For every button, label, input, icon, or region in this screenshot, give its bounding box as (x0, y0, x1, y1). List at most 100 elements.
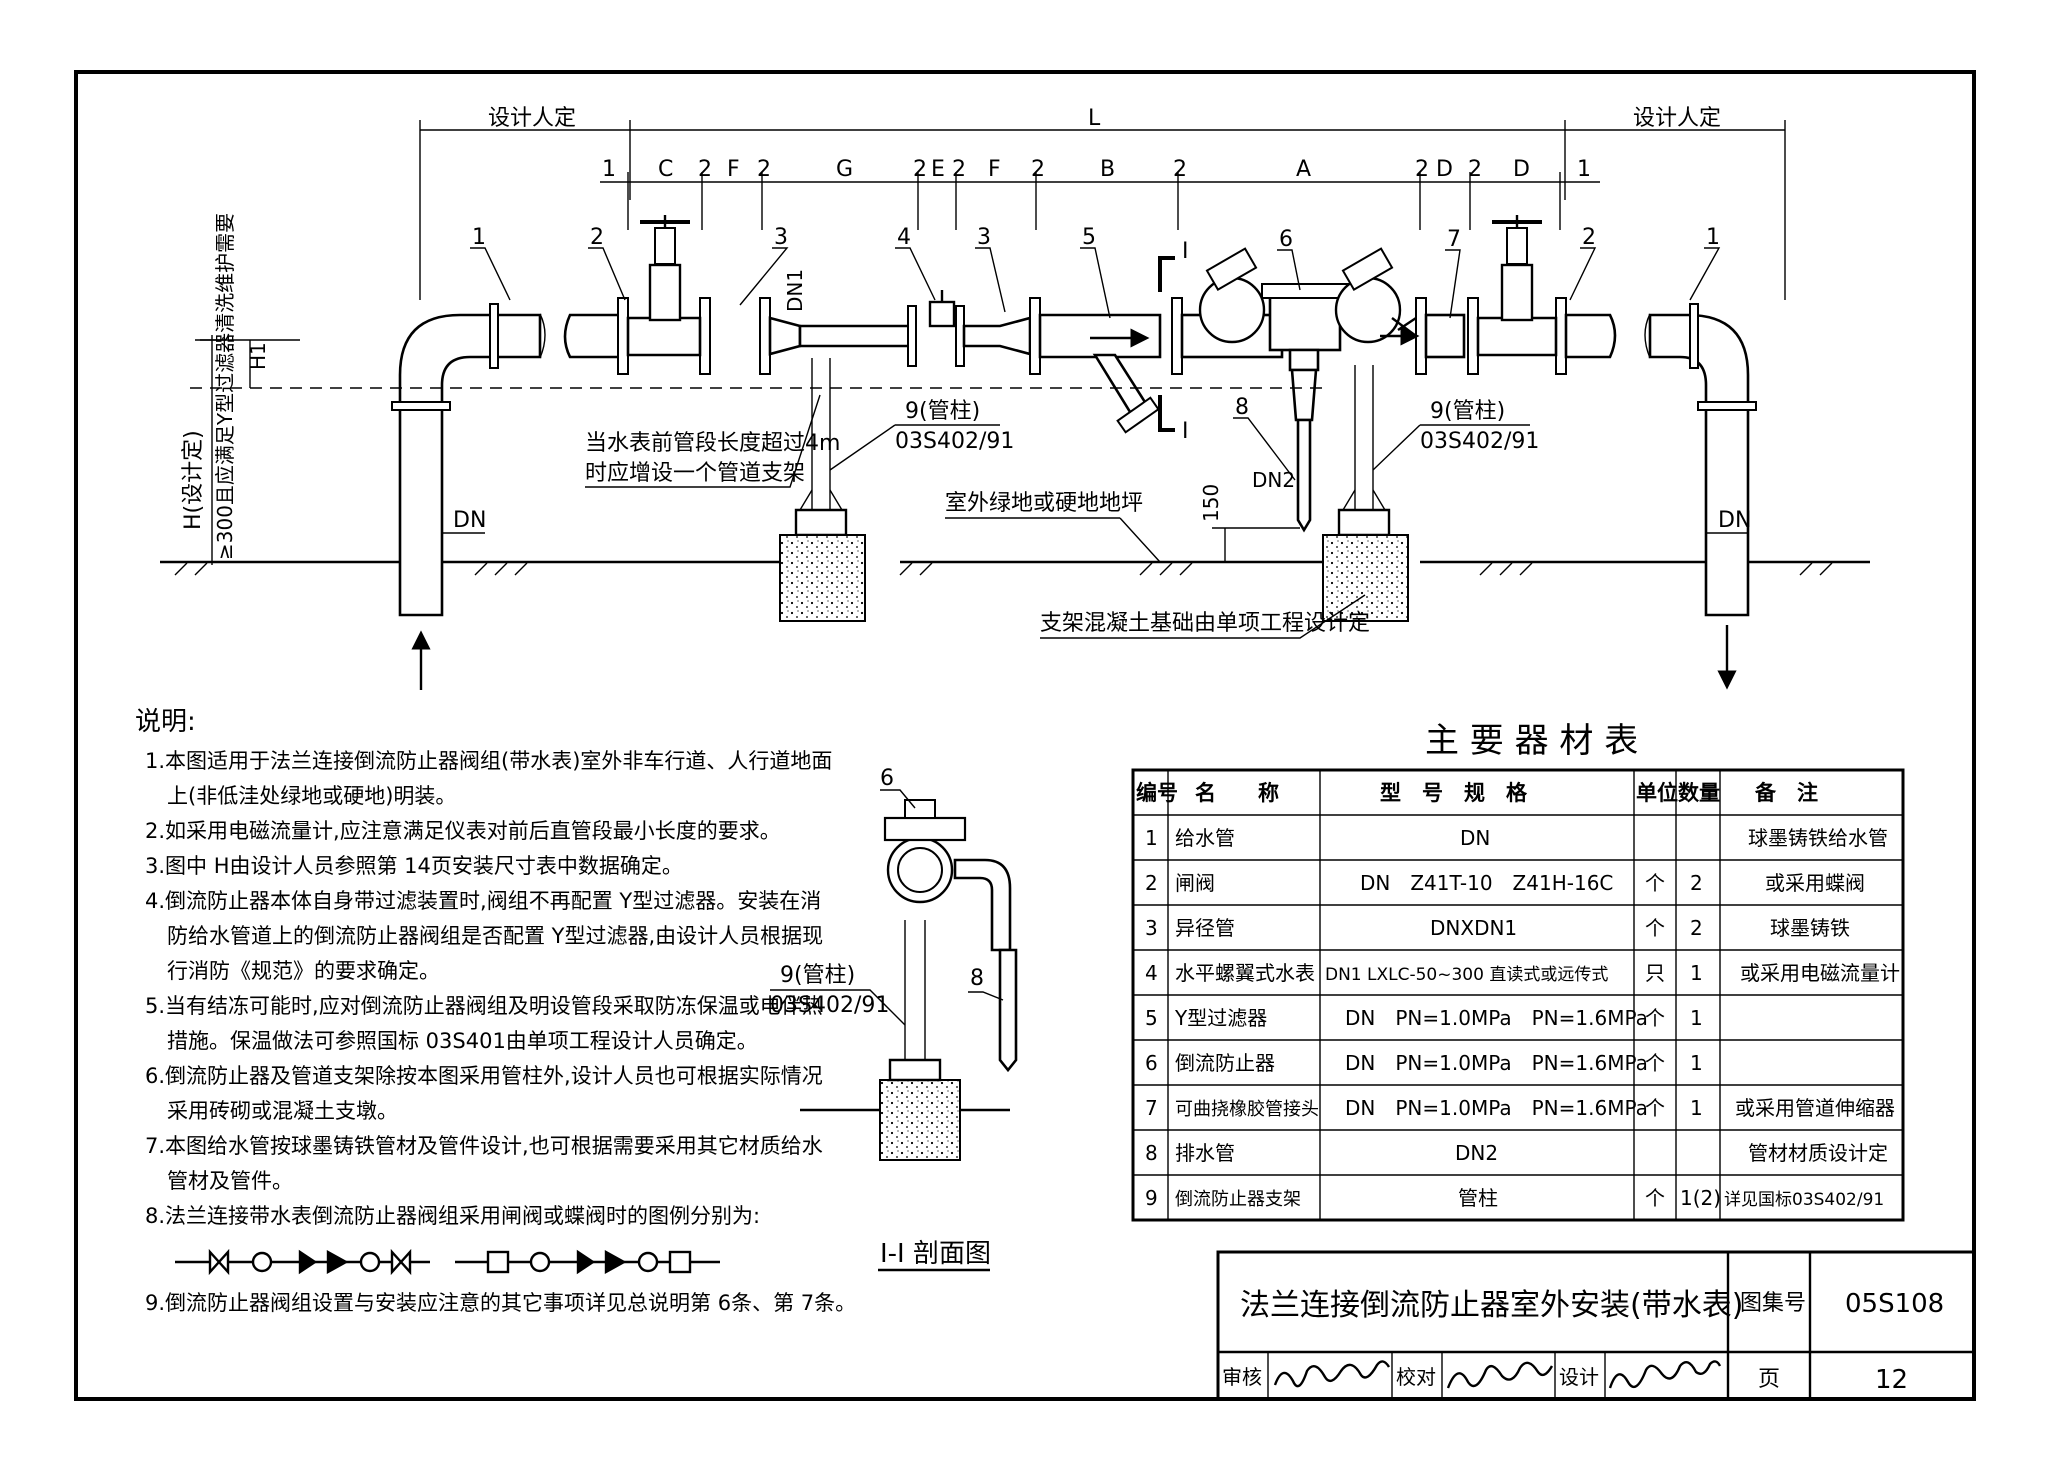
note-line-7: 行消防《规范》的要求确定。 (167, 959, 440, 983)
callout-1-left: 1 (472, 225, 486, 250)
page-number: 12 (1875, 1365, 1908, 1395)
td-6-no: 6 (1145, 1051, 1158, 1075)
note-line-15: 9.倒流防止器阀组设置与安装应注意的其它事项详见总说明第 6条、第 7条。 (145, 1291, 856, 1315)
td-9-unit: 个 (1645, 1186, 1665, 1210)
label-support-left: 9(管柱) (905, 399, 980, 424)
dim-seg-16: 2 (1468, 157, 1482, 182)
signature-designer (1608, 1360, 1722, 1389)
td-8-no: 8 (1145, 1141, 1158, 1165)
label-dn-right: DN (1718, 508, 1751, 533)
dim-seg-3: F (727, 157, 740, 182)
td-1-no: 1 (1145, 826, 1158, 850)
note-line-1: 1.本图适用于法兰连接倒流防止器阀组(带水表)室外非车行道、人行道地面 (145, 749, 832, 773)
inlet-pipe (391, 303, 546, 690)
td-8-name: 排水管 (1175, 1141, 1235, 1165)
foundation-note: 支架混凝土基础由单项工程设计定 (1040, 611, 1370, 636)
dim-seg-0: 1 (602, 157, 616, 182)
ground-note: 室外绿地或硬地地坪 (945, 491, 1143, 516)
td-2-unit: 个 (1645, 871, 1665, 895)
td-4-remark: 或采用电磁流量计 (1740, 961, 1900, 985)
label-support-right: 9(管柱) (1430, 399, 1505, 424)
signature-reviewer (1273, 1360, 1391, 1388)
callout-6: 6 (1279, 227, 1293, 252)
note-line-9: 措施。保温做法可参照国标 03S401由单项工程设计人员确定。 (167, 1029, 758, 1053)
dim-seg-5: G (836, 157, 853, 182)
td-3-qty: 2 (1690, 916, 1703, 940)
note-line-6: 防给水管道上的倒流防止器阀组是否配置 Y型过滤器,由设计人员根据现 (167, 924, 823, 948)
meter-note-line1: 当水表前管段长度超过4m (585, 431, 840, 456)
td-1-spec: DN (1460, 826, 1490, 850)
note-line-13: 管材及管件。 (167, 1169, 293, 1193)
td-7-qty: 1 (1690, 1096, 1703, 1120)
drawing-title: 法兰连接倒流防止器室外安装(带水表) (1240, 1288, 1743, 1323)
dimension-lines: 设计人定 L 设计人定 1 C 2 F 2 G 2 E 2 F 2 B 2 A … (419, 106, 1786, 300)
dim-seg-17: D (1513, 157, 1530, 182)
page-label: 页 (1758, 1367, 1780, 1392)
note-line-4: 3.图中 H由设计人员参照第 14页安装尺寸表中数据确定。 (145, 854, 683, 878)
dim-segment-ticks (627, 172, 1561, 230)
dim-seg-7: E (931, 157, 945, 182)
backflow-preventer (1198, 247, 1420, 533)
dim-total-L: L (1088, 106, 1101, 131)
label-h-design: H(设计定) (181, 430, 206, 530)
td-8-remark: 管材材质设计定 (1748, 1141, 1888, 1165)
note-line-11: 采用砖砌或混凝土支墩。 (167, 1099, 398, 1123)
dim-seg-15: D (1436, 157, 1453, 182)
section-title: I-I 剖面图 (880, 1239, 991, 1269)
td-5-unit: 个 (1645, 1006, 1665, 1030)
td-4-spec: DN1 LXLC-50~300 直读式或远传式 (1325, 965, 1608, 985)
dim-seg-13: A (1296, 157, 1311, 182)
dim-seg-6: 2 (913, 157, 927, 182)
td-4-name: 水平螺翼式水表 (1175, 961, 1315, 985)
td-2-no: 2 (1145, 871, 1158, 895)
notes-title: 说明: (135, 707, 196, 737)
note-line-14: 8.法兰连接带水表倒流防止器阀组采用闸阀或蝶阀时的图例分别为: (145, 1204, 760, 1228)
td-9-no: 9 (1145, 1186, 1158, 1210)
notes-block: 说明: 1.本图适用于法兰连接倒流防止器阀组(带水表)室外非车行道、人行道地面 … (135, 707, 856, 1315)
callout-4: 4 (897, 225, 911, 250)
dim-seg-9: F (988, 157, 1001, 182)
dim-seg-11: B (1100, 157, 1115, 182)
th-no: 编号 (1136, 781, 1178, 805)
dim-seg-8: 2 (952, 157, 966, 182)
td-2-name: 闸阀 (1175, 871, 1215, 895)
callout-5: 5 (1082, 225, 1096, 250)
legend-butterfly-valve-symbol (455, 1249, 720, 1275)
callout-7: 7 (1447, 227, 1461, 252)
td-6-spec: DN PN=1.0MPa PN=1.6MPa (1345, 1051, 1648, 1075)
td-6-qty: 1 (1690, 1051, 1703, 1075)
note-line-2: 上(非低洼处绿地或硬地)明装。 (167, 784, 456, 808)
td-9-remark: 详见国标03S402/91 (1724, 1190, 1884, 1210)
table-title: 主 要 器 材 表 (1425, 721, 1638, 761)
td-7-no: 7 (1145, 1096, 1158, 1120)
callout-3-right: 3 (977, 225, 991, 250)
design-label: 设计 (1559, 1365, 1599, 1389)
callout-leaders (470, 247, 1721, 481)
td-6-unit: 个 (1645, 1051, 1665, 1075)
ground-line (160, 560, 1870, 576)
callout-2-right: 2 (1582, 225, 1596, 250)
section-support-label: 9(管柱) (780, 963, 855, 988)
section-callout-8: 8 (970, 966, 984, 991)
label-dn-left: DN (453, 508, 486, 533)
note-line-10: 6.倒流防止器及管道支架除按本图采用管柱外,设计人员也可根据实际情况 (145, 1064, 823, 1088)
td-3-no: 3 (1145, 916, 1158, 940)
section-mark-bottom: I (1182, 419, 1189, 444)
materials-table: 主 要 器 材 表 编号 名 称 型 号 规 格 单位 数量 备 注 1 给水管 (1131, 721, 1905, 1222)
callout-3-left: 3 (774, 225, 788, 250)
td-7-remark: 或采用管道伸缩器 (1735, 1096, 1895, 1120)
gate-valve-right (1476, 215, 1558, 357)
callout-1-right: 1 (1706, 225, 1720, 250)
td-9-spec: 管柱 (1458, 1186, 1498, 1210)
gate-valve-left (626, 215, 702, 357)
td-3-remark: 球墨铸铁 (1770, 916, 1850, 940)
note-line-3: 2.如采用电磁流量计,应注意满足仪表对前后直管段最小长度的要求。 (145, 819, 781, 843)
atlas-label: 图集号 (1740, 1291, 1806, 1316)
check-label: 校对 (1396, 1365, 1436, 1389)
th-name: 名 称 (1195, 781, 1279, 805)
meter-note-line2: 时应增设一个管道支架 (585, 461, 805, 486)
td-7-unit: 个 (1645, 1096, 1665, 1120)
signature-checker (1446, 1361, 1554, 1389)
section-callout-6: 6 (880, 766, 894, 791)
td-7-name: 可曲挠橡胶管接头 (1175, 1099, 1319, 1120)
